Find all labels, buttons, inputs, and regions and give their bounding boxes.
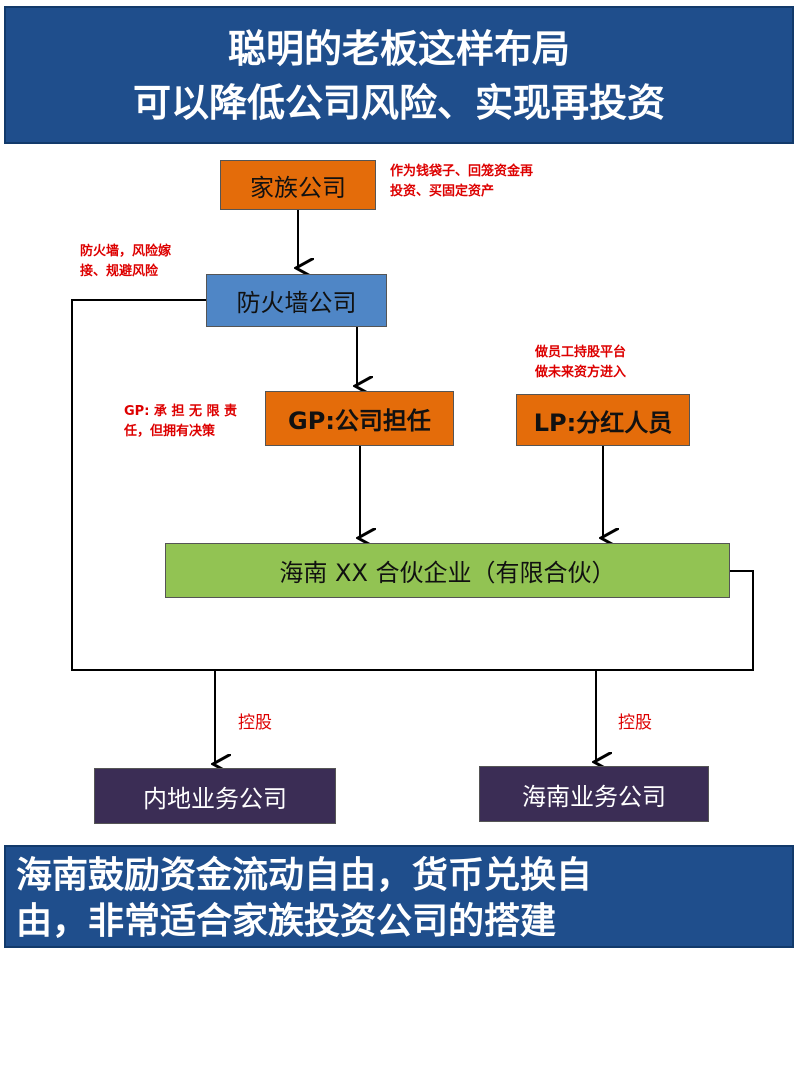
footer-line-1: 海南鼓励资金流动自由，货币兑换自: [16, 855, 593, 896]
family-note: 作为钱袋子、回笼资金再投资、买固定资产: [390, 162, 533, 202]
note-line: 投资、买固定资产: [390, 184, 495, 199]
firewall-company-node: 防火墙公司: [206, 274, 387, 327]
note-line: 任，但拥有决策: [124, 424, 216, 439]
title-banner: 聪明的老板这样布局 可以降低公司风险、实现再投资: [4, 6, 794, 144]
note-line: 做员工持股平台: [535, 345, 627, 360]
title-line-2: 可以降低公司风险、实现再投资: [132, 81, 665, 125]
firewall-note: 防火墙，风险嫁接、规避风险: [80, 242, 171, 282]
footer-line-2: 由，非常适合家族投资公司的搭建: [16, 901, 557, 942]
title-line-1: 聪明的老板这样布局: [227, 27, 570, 71]
note-line: 作为钱袋子、回笼资金再: [390, 164, 534, 179]
lp-node: LP:分红人员: [516, 394, 690, 446]
note-line: 防火墙，风险嫁: [80, 244, 172, 259]
note-line: 接、规避风险: [80, 264, 159, 279]
control-label-right: 控股: [618, 713, 652, 733]
family-company-node: 家族公司: [220, 160, 376, 210]
gp-note: GP: 承 担 无 限 责任，但拥有决策: [124, 402, 237, 442]
note-line: GP: 承 担 无 限 责: [124, 404, 238, 419]
partnership-node: 海南 XX 合伙企业（有限合伙）: [165, 543, 730, 598]
lp-note: 做员工持股平台做未来资方进入: [535, 343, 626, 383]
mainland-company-node: 内地业务公司: [94, 768, 336, 824]
footer-banner: 海南鼓励资金流动自由，货币兑换自 由，非常适合家族投资公司的搭建: [4, 845, 794, 948]
control-label-left: 控股: [238, 713, 272, 733]
note-line: 做未来资方进入: [535, 365, 627, 380]
hainan-company-node: 海南业务公司: [479, 766, 709, 822]
gp-node: GP:公司担任: [265, 391, 454, 446]
